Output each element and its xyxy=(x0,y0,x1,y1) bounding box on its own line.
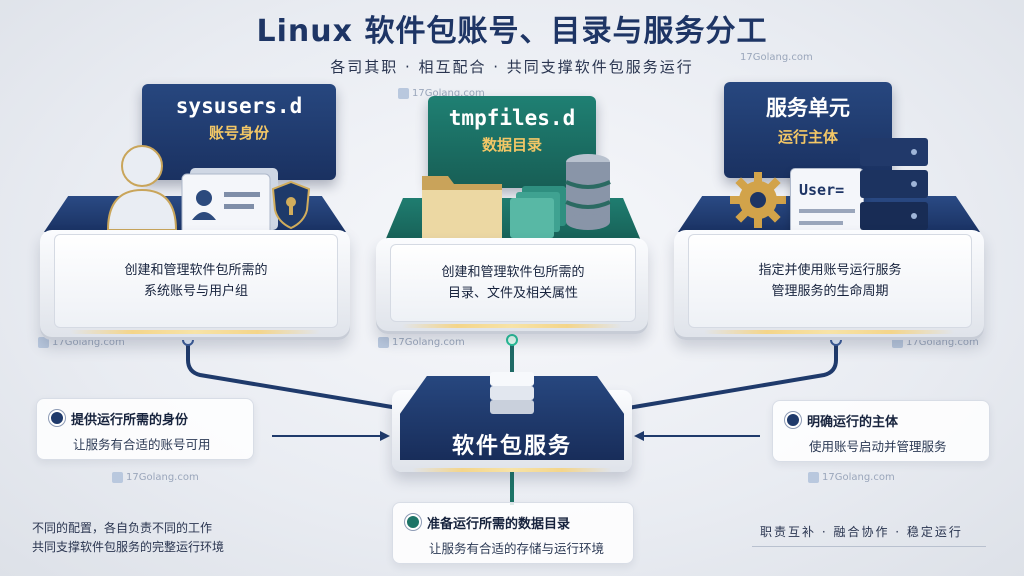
module-description: 创建和管理软件包所需的 系统账号与用户组 xyxy=(54,234,338,328)
callout-title: 明确运行的主体 xyxy=(807,415,899,430)
description-line: 创建和管理软件包所需的 xyxy=(124,263,268,278)
bullet-dot xyxy=(49,410,65,426)
platform-glow xyxy=(70,330,320,334)
watermark-logo-icon xyxy=(808,472,819,483)
database-icon xyxy=(565,154,611,230)
module-label: 运行主体 xyxy=(777,128,838,146)
module-name: 服务单元 xyxy=(766,96,850,120)
description-line: 管理服务的生命周期 xyxy=(771,284,889,299)
module-sysusers: sysusers.d 账号身份 创建和管理软件包所需的 系统账号与用户组 xyxy=(40,78,350,348)
center-label: 软件包服务 xyxy=(451,434,572,459)
callout-desc: 让服务有合适的账号可用 xyxy=(73,437,211,452)
watermark-logo-icon xyxy=(378,337,389,348)
id-card-icon xyxy=(181,168,278,236)
module-service-unit: 服务单元 运行主体 User= 指定并使用账号运行服务 管理服务的生命周期 xyxy=(674,78,984,348)
watermark-logo-icon xyxy=(398,88,409,99)
footer-divider xyxy=(752,546,986,547)
user-icon xyxy=(106,145,178,231)
callout-desc: 使用账号启动并管理服务 xyxy=(809,439,947,454)
bullet-dot xyxy=(405,514,421,530)
page-subtitle: 各司其职 · 相互配合 · 共同支撑软件包服务运行 xyxy=(330,58,694,76)
module-name: sysusers.d xyxy=(175,94,303,118)
center-hub: 软件包服务 xyxy=(392,368,632,478)
gear-icon xyxy=(730,172,786,228)
server-stack-icon xyxy=(860,138,928,230)
service-unit-card: 服务单元 运行主体 xyxy=(724,82,892,178)
folder-icon xyxy=(422,176,502,240)
watermark: 17Golang.com xyxy=(398,88,485,99)
module-description: 指定并使用账号运行服务 管理服务的生命周期 xyxy=(688,234,972,328)
module-tmpfiles: tmpfiles.d 数据目录 创建和管理软件包所需的 目录、文件及相关属性 xyxy=(372,92,652,342)
module-label: 数据目录 xyxy=(481,136,542,154)
description-line: 指定并使用账号运行服务 xyxy=(758,263,902,278)
files-stack-icon xyxy=(510,186,566,238)
description-line: 系统账号与用户组 xyxy=(143,284,248,299)
watermark: 17Golang.com xyxy=(808,472,895,483)
watermark-logo-icon xyxy=(38,337,49,348)
watermark: 17Golang.com xyxy=(892,337,979,348)
module-description: 创建和管理软件包所需的 目录、文件及相关属性 xyxy=(390,244,636,322)
watermark-logo-icon xyxy=(892,337,903,348)
module-label: 账号身份 xyxy=(208,124,269,142)
watermark: 17Golang.com xyxy=(38,337,125,348)
bullet-dot xyxy=(785,412,801,428)
callout-title: 提供运行所需的身份 xyxy=(71,413,189,428)
callout-data-directory: 准备运行所需的数据目录 让服务有合适的存储与运行环境 xyxy=(392,502,634,564)
callout-identity: 提供运行所需的身份 让服务有合适的账号可用 xyxy=(36,398,254,460)
footer-tagline: 职责互补 · 融合协作 · 稳定运行 xyxy=(760,525,963,539)
footer-line: 共同支撑软件包服务的完整运行环境 xyxy=(32,540,225,554)
config-text: User= xyxy=(799,181,845,199)
callout-desc: 让服务有合适的存储与运行环境 xyxy=(429,541,605,556)
callout-subject: 明确运行的主体 使用账号启动并管理服务 xyxy=(772,400,990,462)
hub-glow xyxy=(412,468,612,472)
footer-note: 不同的配置，各自负责不同的工作 共同支撑软件包服务的完整运行环境 xyxy=(32,519,224,557)
footer-line: 不同的配置，各自负责不同的工作 xyxy=(32,521,213,535)
module-name: tmpfiles.d xyxy=(448,106,576,130)
callout-title: 准备运行所需的数据目录 xyxy=(427,517,571,532)
page-title: Linux 软件包账号、目录与服务分工 xyxy=(256,14,768,49)
platform-glow xyxy=(402,324,622,328)
watermark: 17Golang.com xyxy=(740,52,813,63)
watermark: 17Golang.com xyxy=(112,472,199,483)
package-stack-icon xyxy=(490,372,534,414)
watermark-logo-icon xyxy=(112,472,123,483)
platform-glow xyxy=(704,330,954,334)
sysusers-card: sysusers.d 账号身份 xyxy=(142,84,336,180)
shield-lock-icon xyxy=(271,180,311,230)
watermark: 17Golang.com xyxy=(378,337,465,348)
description-line: 创建和管理软件包所需的 xyxy=(441,265,585,280)
description-line: 目录、文件及相关属性 xyxy=(447,286,578,301)
